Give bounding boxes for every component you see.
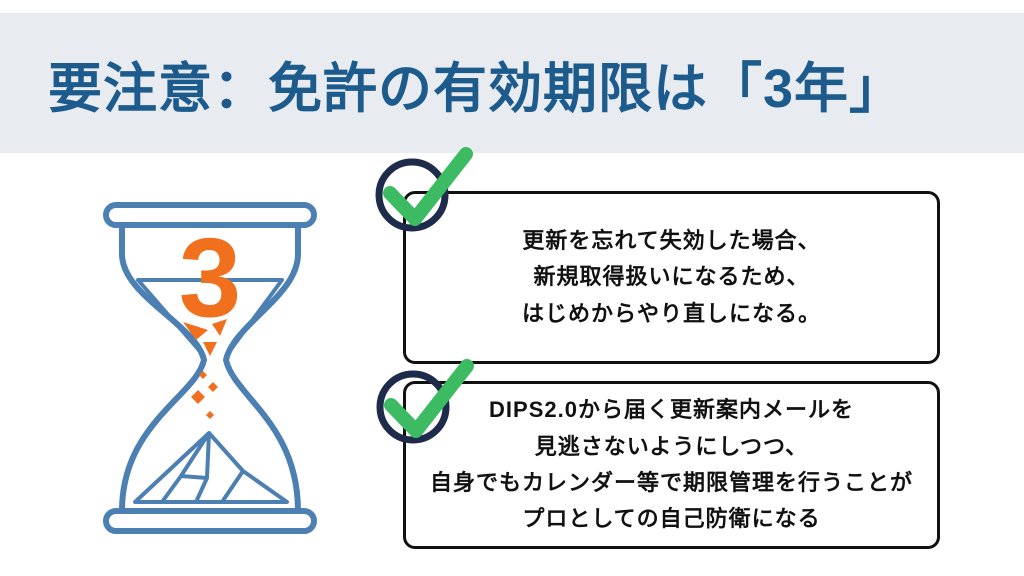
hourglass-top-cap <box>103 202 317 228</box>
sand-splash <box>203 342 217 356</box>
check-ring <box>375 158 449 232</box>
hourglass-glass-outline <box>119 222 301 514</box>
check-circle-icon <box>375 147 473 232</box>
sand-grain <box>191 390 205 404</box>
hourglass-sand-surface <box>136 278 284 358</box>
hourglass-years-digit: 3 <box>179 215 241 340</box>
callout-box-self-defense: DIPS2.0から届く更新案内メールを 見逃さないようにしつつ、 自身でもカレン… <box>403 381 940 549</box>
hourglass-sand-pile <box>133 431 289 504</box>
sand-grain <box>199 371 207 379</box>
sand-splash <box>183 322 208 340</box>
check-circle-icon <box>376 359 474 444</box>
check-mark <box>384 359 474 438</box>
callout-box-lapse-warning: 更新を忘れて失効した場合、 新規取得扱いになるため、 はじめからやり直しになる。 <box>403 191 940 364</box>
header-band: 要注意：免許の有効期限は「3年」 <box>0 13 1024 153</box>
callout-lapse-text: 更新を忘れて失効した場合、 新規取得扱いになるため、 はじめからやり直しになる。 <box>521 228 821 326</box>
page-title: 要注意：免許の有効期限は「3年」 <box>48 58 905 119</box>
hourglass-icon: 3 <box>103 202 317 534</box>
hourglass-bottom-cap <box>103 508 317 534</box>
sand-grain <box>208 382 218 392</box>
sand-grain <box>206 411 214 419</box>
check-mark <box>383 147 473 226</box>
check-ring <box>376 370 450 444</box>
callout-self-defense-text: DIPS2.0から届く更新案内メールを 見逃さないようにしつつ、 自身でもカレン… <box>429 397 913 532</box>
sand-splash <box>212 319 227 336</box>
